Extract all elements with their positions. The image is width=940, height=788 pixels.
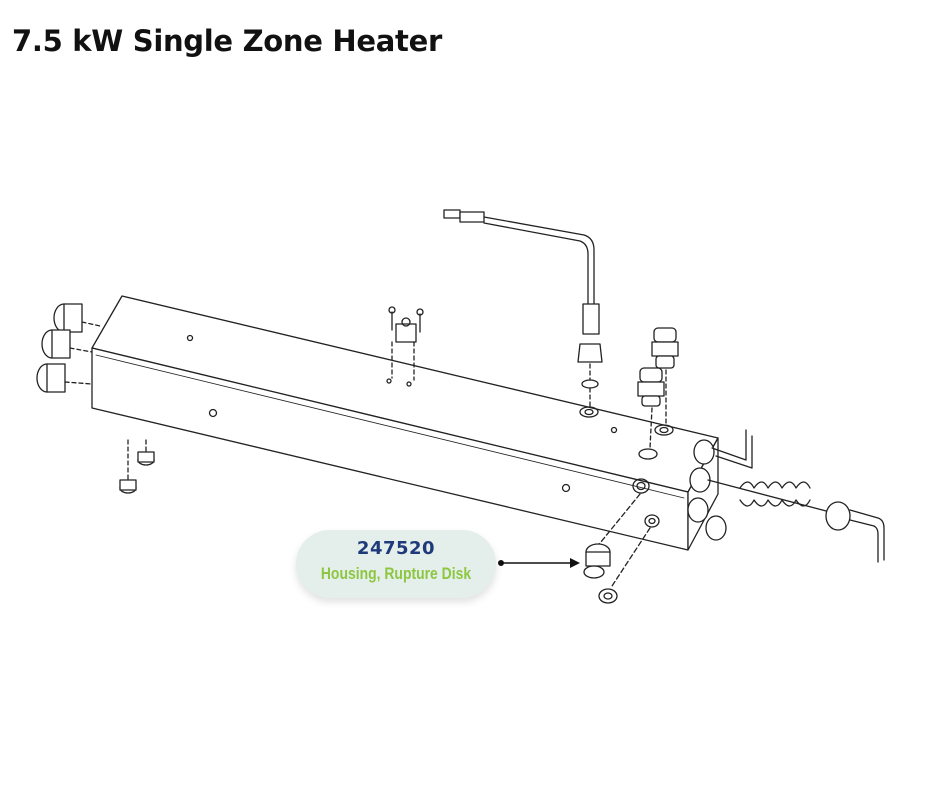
heater-block (91, 295, 719, 551)
bottom-left-plugs (119, 439, 155, 494)
thermostat-switch (388, 306, 424, 381)
top-ports (579, 406, 674, 460)
block-holes (186, 334, 571, 493)
callout-leader (498, 558, 580, 568)
inlet-fittings (637, 327, 679, 449)
part-name: Housing, Rupture Disk (320, 564, 472, 583)
rupture-disk-housing (583, 493, 651, 604)
side-ports (632, 478, 660, 528)
page-title: 7.5 kW Single Zone Heater (12, 24, 442, 58)
temperature-sensor (443, 209, 603, 409)
heating-elements (687, 429, 885, 563)
part-callout: 247520 Housing, Rupture Disk (296, 530, 496, 598)
part-number: 247520 (356, 538, 436, 559)
left-plugs (36, 303, 101, 393)
